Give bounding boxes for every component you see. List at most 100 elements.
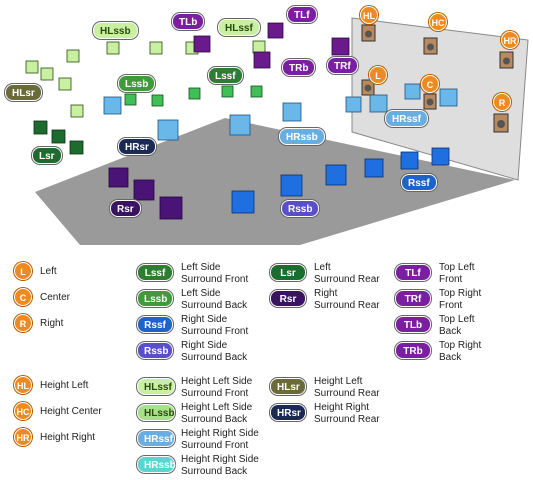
label-lssb: Lssb (118, 75, 156, 92)
legend-badge-c: C (14, 288, 32, 306)
lsr-speaker (33, 120, 48, 135)
rss-speaker (325, 164, 347, 186)
legend-text-tlf-2: Front (439, 274, 463, 285)
legend-badge-rssb: Rssb (137, 342, 173, 359)
legend-text-rssf-1: Right Side (181, 314, 228, 325)
rss-speaker (231, 190, 255, 214)
label-hrssb: HRssb (279, 128, 325, 145)
rss-speaker (400, 151, 419, 170)
speaker-c (423, 93, 437, 110)
legend-text-lssb-2: Surround Back (181, 300, 248, 311)
legend-text-rsr-1: Right (314, 288, 338, 299)
hlssf-speaker (106, 41, 120, 55)
legend-badge-tlb: TLb (395, 316, 431, 333)
legend-badge-lssf: Lssf (137, 264, 173, 281)
legend-text-hlssb-1: Height Left Side (181, 402, 253, 413)
label-hlssf: HLssf (218, 19, 260, 36)
legend-text-hrssb-1: Height Right Side (181, 454, 259, 465)
legend-text-rssf-2: Surround Front (181, 326, 249, 337)
legend-badge-hrsr: HRsr (270, 404, 306, 421)
hrss-speaker (369, 94, 388, 113)
legend-text-hrsr-2: Surround Rear (314, 414, 380, 425)
legend-text-hlssf-1: Height Left Side (181, 376, 253, 387)
legend-text-trb-2: Back (439, 352, 462, 363)
rsr-speaker (159, 196, 183, 220)
trb-speaker (253, 51, 271, 69)
hrss-speaker (103, 96, 122, 115)
speaker-layout-diagram: HLssb TLb HLssf TLf TRb TRf HLsr Lssb Ls… (5, 6, 529, 245)
legend-text-lssb-1: Left Side (181, 288, 221, 299)
label-hl: HL (360, 6, 378, 24)
legend-badge-lsr: Lsr (270, 264, 306, 281)
legend-badge-hlssf: HLssf (137, 378, 175, 395)
legend-text-lsr-1: Left (314, 262, 331, 273)
hlssb-speaker (40, 67, 54, 81)
label-rssb: Rssb (281, 200, 320, 217)
legend-text-hrsr-1: Height Right (314, 402, 370, 413)
label-trb: TRb (282, 59, 316, 76)
rss-speaker (431, 147, 450, 166)
label-tlb: TLb (172, 13, 205, 30)
legend-text-hrssf-1: Height Right Side (181, 428, 259, 439)
label-r: R (493, 93, 511, 111)
legend-badge-hlsr: HLsr (270, 378, 306, 395)
legend-text-rssb-1: Right Side (181, 340, 228, 351)
trf-speaker (331, 37, 350, 56)
label-l: L (369, 66, 387, 84)
legend-text-trf-2: Front (439, 300, 463, 311)
legend-text-rssb-2: Surround Back (181, 352, 248, 363)
legend-badge-hrssb: HRssb (137, 456, 176, 473)
hlssb-speaker (58, 77, 72, 91)
label-trf: TRf (327, 57, 358, 74)
legend-text-hlsr-2: Surround Rear (314, 388, 380, 399)
lssb-speaker (188, 87, 201, 100)
legend-text-lssf-2: Surround Front (181, 274, 249, 285)
rss-speaker (280, 174, 303, 197)
room-illustration (25, 17, 529, 245)
label-lssf: Lssf (208, 67, 243, 84)
legend-badge-trb: TRb (395, 342, 431, 359)
legend-text-hrssf-2: Surround Front (181, 440, 249, 451)
hrss-speaker (282, 102, 302, 122)
lsr-speaker (51, 129, 66, 144)
speaker-r (493, 113, 509, 133)
legend-text-center: Center (40, 292, 71, 303)
hrss-speaker (345, 96, 362, 113)
hlssf-speaker (252, 40, 266, 54)
lsr-speaker (69, 140, 84, 155)
label-tlf: TLf (287, 6, 317, 23)
lssf-speaker (221, 85, 234, 98)
legend-badge-tlf: TLf (395, 264, 431, 281)
legend-text-trf-1: Top Right (439, 288, 482, 299)
legend-text-hrssb-2: Surround Back (181, 466, 248, 477)
hrss-speaker (157, 119, 179, 141)
legend-badge-hl: HL (14, 376, 32, 394)
legend-text-lsr-2: Surround Rear (314, 274, 380, 285)
legend-text-hlssf-2: Surround Front (181, 388, 249, 399)
hrss-speaker (439, 88, 458, 107)
rss-speaker (364, 158, 384, 178)
legend-text-lssf-1: Left Side (181, 262, 221, 273)
speaker-hr (499, 51, 514, 69)
hrss-speaker (404, 83, 421, 100)
rsr-speaker (108, 167, 129, 188)
label-hlsr: HLsr (5, 84, 42, 101)
legend-badge-rssf: Rssf (137, 316, 173, 333)
rsr-speaker (133, 179, 155, 201)
legend-badge-hrssf: HRssf (137, 430, 175, 447)
label-hc: HC (429, 13, 447, 31)
hlssb-speaker (70, 104, 84, 118)
tlf-speaker (267, 22, 284, 39)
legend-badge-trf: TRf (395, 290, 431, 307)
hlssb-speaker (25, 60, 39, 74)
legend-badge-lssb: Lssb (137, 290, 173, 307)
label-c: C (421, 75, 439, 93)
label-hrsr: HRsr (118, 138, 156, 155)
legend-text-height-left: Height Left (40, 380, 89, 391)
hrss-speaker (229, 114, 251, 136)
legend-badge-hlssb: HLssb (137, 404, 175, 421)
legend-text-hlsr-1: Height Left (314, 376, 363, 387)
speaker-hc (423, 37, 438, 55)
label-hrssf: HRssf (385, 110, 428, 127)
label-rsr: Rsr (110, 200, 141, 217)
